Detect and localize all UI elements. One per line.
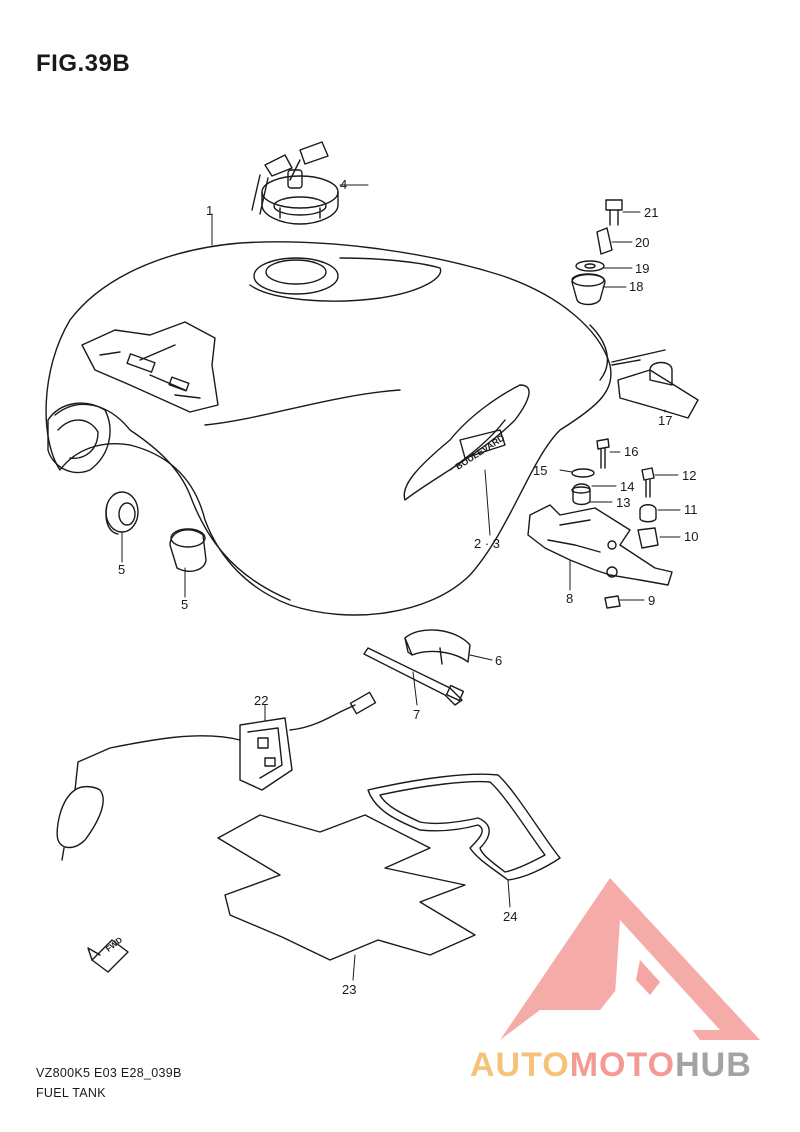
group-name: FUEL TANK [36,1086,106,1100]
rubber-grommet-part [105,491,139,535]
callout-7: 7 [413,707,421,722]
model-code: VZ800K5 E03 E28_039B [36,1066,182,1080]
watermark-logo-icon [500,878,760,1040]
callout-21: 21 [644,205,659,220]
callout-8: 8 [566,591,574,606]
callout-17: 17 [658,413,673,428]
watermark-text: AUTOMOTOHUB [470,1046,752,1085]
watermark-part-hub: HUB [675,1046,752,1084]
rubber-cushion-part [169,528,207,572]
callout-6: 6 [495,653,503,668]
cable-tie-strap-part [363,647,465,706]
callout-19: 19 [635,261,650,276]
callout-23: 23 [342,982,357,997]
callout-18: 18 [629,279,644,294]
fuel-tank-part [45,241,612,616]
fuel-level-sensor-part [56,691,377,861]
tank-emblem-text: BOULEVARD [454,432,507,471]
callout-5a: 5 [118,562,126,577]
watermark-part-auto: AUTO [470,1046,570,1084]
callout-9: 9 [648,593,656,608]
callout-11: 11 [684,502,698,517]
forward-arrow-icon [87,939,129,973]
tank-rubber-damper-part [404,629,471,665]
callout-12: 12 [682,468,697,483]
callout-2-3: 2 · 3 [474,536,501,551]
callout-4: 4 [340,177,348,192]
tank-seal-part [367,773,561,881]
tank-bracket-part [527,504,673,586]
rear-mount-rubber-part [611,349,699,419]
callout-15: 15 [533,463,548,478]
callout-5b: 5 [181,597,189,612]
callout-1: 1 [206,203,214,218]
tank-pad-part [217,814,476,961]
watermark-part-moto: MOTO [569,1046,676,1084]
callout-13: 13 [616,495,631,510]
tank-mount-hardware-part [571,199,623,306]
callout-10: 10 [684,529,699,544]
figure-title: FIG.39B [36,50,131,77]
callout-leader-lines [121,184,681,981]
fuel-cap-with-keys-part [251,141,339,225]
small-fasteners-part [571,438,659,609]
callout-16: 16 [624,444,639,459]
callout-22: 22 [254,693,269,708]
callout-24: 24 [503,909,518,924]
callout-20: 20 [635,235,650,250]
callout-14: 14 [620,479,635,494]
